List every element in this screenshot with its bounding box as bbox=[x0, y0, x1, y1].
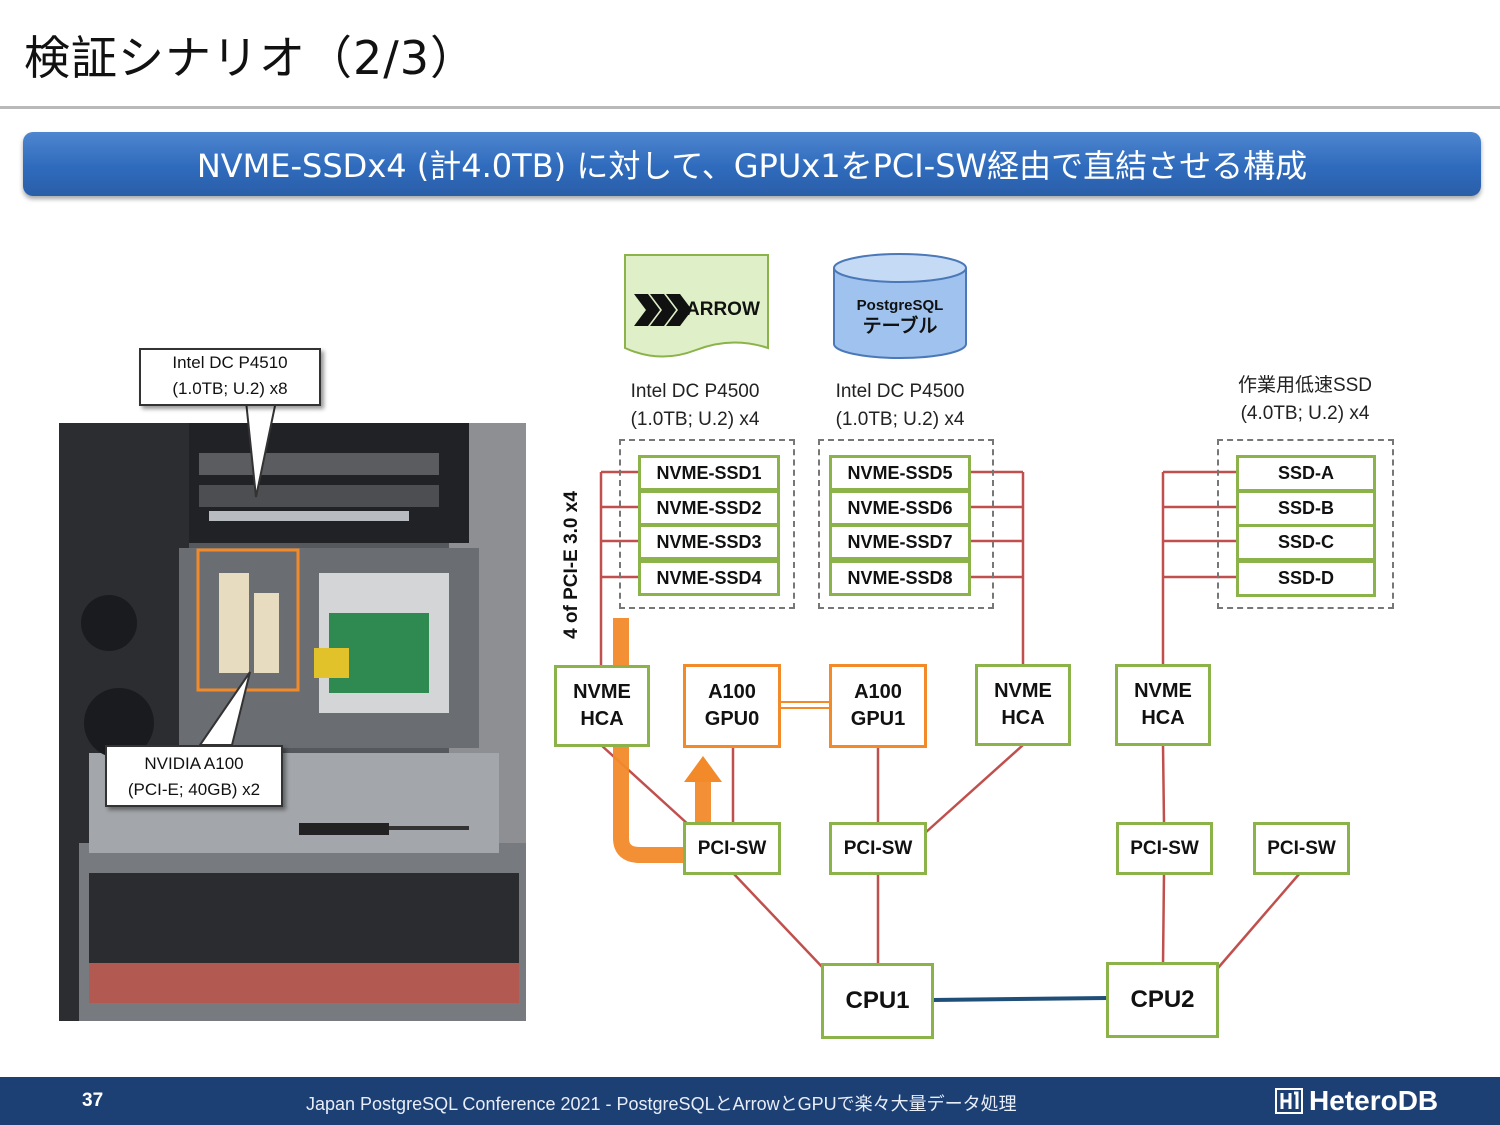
gpu1-line2: GPU1 bbox=[850, 708, 906, 730]
ssd-box: SSD-A bbox=[1236, 455, 1376, 492]
pcie-lane-label: 4 of PCI-E 3.0 x4 bbox=[561, 491, 582, 639]
ssd-box: SSD-B bbox=[1236, 490, 1376, 527]
footer-text: Japan PostgreSQL Conference 2021 - Postg… bbox=[306, 1094, 1017, 1114]
gpu-callout-line1: NVIDIA A100 bbox=[144, 754, 244, 773]
storage-callout: Intel DC P4510 (1.0TB; U.2) x8 bbox=[139, 348, 321, 406]
pci-switch-box: PCI-SW bbox=[829, 822, 927, 875]
group3-label-line1: 作業用低速SSD bbox=[1237, 375, 1373, 396]
postgresql-table-icon: PostgreSQL テーブル bbox=[832, 252, 968, 360]
cpu1-box: CPU1 bbox=[821, 963, 934, 1039]
group2-enclosure bbox=[818, 439, 994, 609]
hca-line2: HCA bbox=[1001, 707, 1045, 729]
arrow-format-icon: ARROW bbox=[624, 254, 769, 364]
group2-label-line1: Intel DC P4500 bbox=[835, 381, 965, 402]
pci-switch-box: PCI-SW bbox=[683, 822, 781, 875]
ssd-box: NVME-SSD2 bbox=[638, 490, 780, 526]
group1-label-line1: Intel DC P4500 bbox=[630, 381, 760, 402]
group3-label-line2: (4.0TB; U.2) x4 bbox=[1240, 403, 1370, 424]
group3-enclosure bbox=[1217, 439, 1394, 609]
pci-switch-box: PCI-SW bbox=[1253, 822, 1350, 875]
hca-line1: NVME bbox=[1134, 680, 1192, 702]
gpu-callout-line2: (PCI-E; 40GB) x2 bbox=[127, 780, 261, 799]
subtitle-banner: NVME-SSDx4 (計4.0TB) に対して、GPUx1をPCI-SW経由で… bbox=[23, 132, 1481, 196]
hca-line2: HCA bbox=[580, 708, 624, 730]
ssd-box: NVME-SSD8 bbox=[829, 560, 971, 596]
ssd-box: NVME-SSD5 bbox=[829, 455, 971, 491]
ssd-box: NVME-SSD6 bbox=[829, 490, 971, 526]
hca-line2: HCA bbox=[1141, 707, 1185, 729]
pg-table-line1: PostgreSQL bbox=[856, 297, 944, 314]
storage-callout-line1: Intel DC P4510 bbox=[172, 353, 288, 372]
heterodb-logo-text: HeteroDB bbox=[1309, 1085, 1439, 1116]
heterodb-logo-icon bbox=[1275, 1088, 1303, 1114]
page-number: 37 bbox=[82, 1090, 104, 1111]
pci-switch-box: PCI-SW bbox=[1116, 822, 1213, 875]
ssd-box: NVME-SSD3 bbox=[638, 524, 780, 560]
gpu0-line1: A100 bbox=[708, 681, 756, 703]
title-divider bbox=[0, 106, 1500, 109]
group1-label: Intel DC P4500 (1.0TB; U.2) x4 bbox=[610, 378, 780, 434]
group3-label: 作業用低速SSD (4.0TB; U.2) x4 bbox=[1215, 372, 1395, 428]
ssd-box: NVME-SSD1 bbox=[638, 455, 780, 491]
cpu2-box: CPU2 bbox=[1106, 962, 1219, 1038]
group1-enclosure bbox=[619, 439, 795, 609]
ssd-box: NVME-SSD4 bbox=[638, 560, 780, 596]
gpu0-line2: GPU0 bbox=[704, 708, 760, 730]
ssd-box: NVME-SSD7 bbox=[829, 524, 971, 560]
gpu1-line1: A100 bbox=[854, 681, 902, 703]
nvme-hca-box: NVME HCA bbox=[1115, 664, 1211, 746]
page-title: 検証シナリオ（2/3） bbox=[24, 31, 478, 85]
gpu-callout: NVIDIA A100 (PCI-E; 40GB) x2 bbox=[105, 745, 283, 807]
heterodb-logo: HeteroDB bbox=[1275, 1085, 1438, 1117]
hca-line1: NVME bbox=[994, 680, 1052, 702]
hca-line1: NVME bbox=[573, 681, 631, 703]
footer-bar: 37 Japan PostgreSQL Conference 2021 - Po… bbox=[0, 1077, 1500, 1125]
nvme-hca-box: NVME HCA bbox=[554, 665, 650, 747]
group2-label-line2: (1.0TB; U.2) x4 bbox=[835, 409, 965, 430]
group1-label-line2: (1.0TB; U.2) x4 bbox=[630, 409, 760, 430]
ssd-box: SSD-D bbox=[1236, 560, 1376, 597]
pg-table-line2: テーブル bbox=[862, 316, 938, 337]
group2-label: Intel DC P4500 (1.0TB; U.2) x4 bbox=[815, 378, 985, 434]
storage-callout-line2: (1.0TB; U.2) x8 bbox=[172, 379, 288, 398]
arrow-logo-text: ARROW bbox=[686, 299, 760, 320]
nvme-hca-box: NVME HCA bbox=[975, 664, 1071, 746]
ssd-box: SSD-C bbox=[1236, 524, 1376, 561]
